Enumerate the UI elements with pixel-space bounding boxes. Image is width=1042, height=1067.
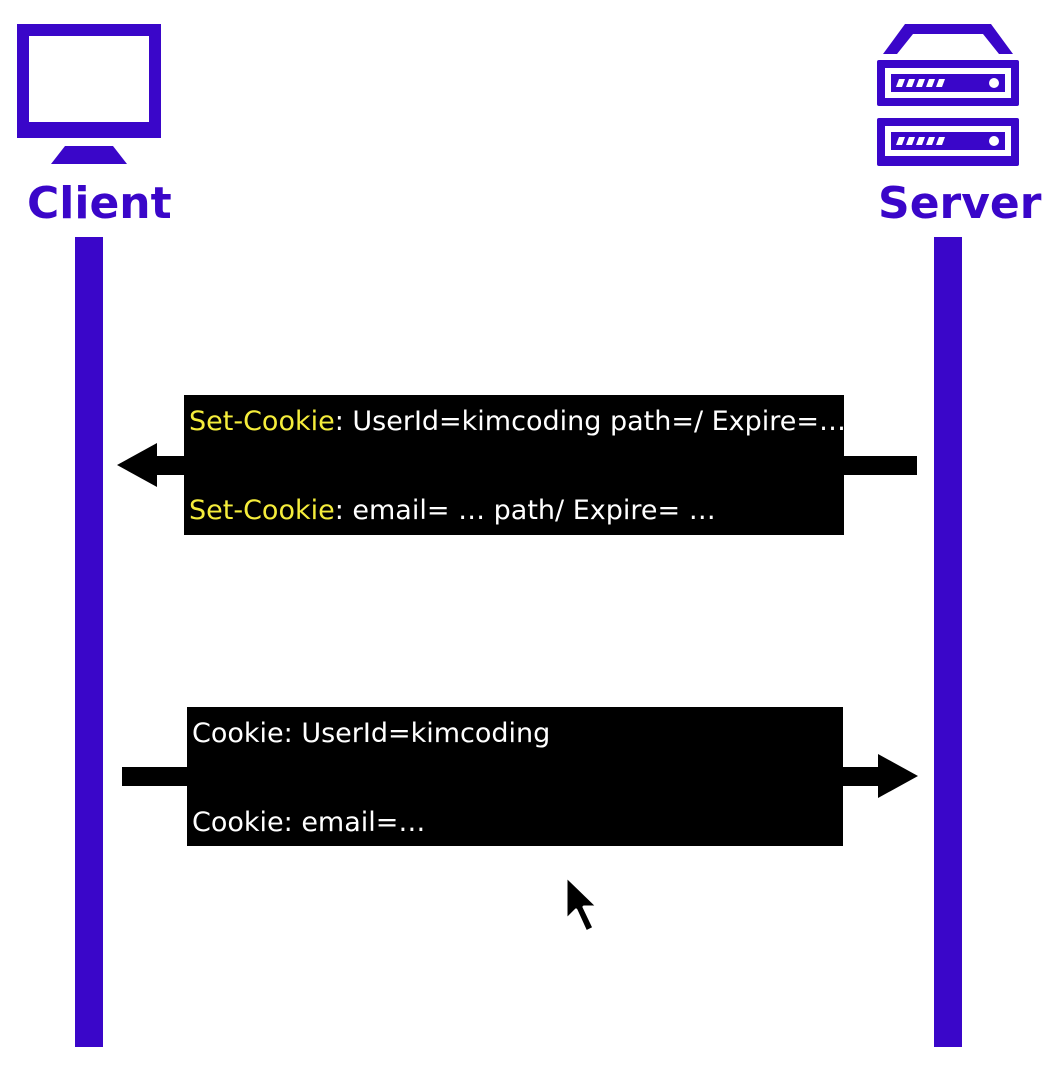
request-arrow-shaft-left [122, 767, 188, 786]
set-cookie-keyword: Set-Cookie [189, 495, 335, 526]
cookie-request-box: Cookie: UserId=kimcoding Cookie: email=… [187, 707, 843, 846]
request-arrow-shaft-right [842, 767, 886, 786]
response-arrow-shaft-right [843, 456, 917, 475]
set-cookie-line-2: Set-Cookie: email= … path/ Expire= … [189, 494, 716, 528]
arrow-right-head [878, 754, 918, 798]
server-label: Server [878, 178, 1042, 229]
server-lifeline [934, 237, 962, 1047]
set-cookie-line-1: Set-Cookie: UserId=kimcoding path=/ Expi… [189, 405, 846, 439]
response-arrow-shaft-left [150, 456, 190, 475]
cookie-line-2: Cookie: email=… [192, 807, 426, 838]
client-label: Client [27, 178, 172, 229]
set-cookie-value: : email= … path/ Expire= … [334, 495, 716, 526]
client-lifeline [75, 237, 103, 1047]
set-cookie-keyword: Set-Cookie [189, 406, 335, 437]
monitor-icon [17, 24, 161, 164]
set-cookie-value: : UserId=kimcoding path=/ Expire=… [334, 406, 847, 437]
cookie-line-1: Cookie: UserId=kimcoding [192, 718, 551, 749]
arrow-left-head [117, 443, 157, 487]
server-icon [877, 24, 1019, 166]
set-cookie-response-box: Set-Cookie: UserId=kimcoding path=/ Expi… [184, 395, 846, 535]
mouse-pointer-icon [564, 874, 600, 934]
